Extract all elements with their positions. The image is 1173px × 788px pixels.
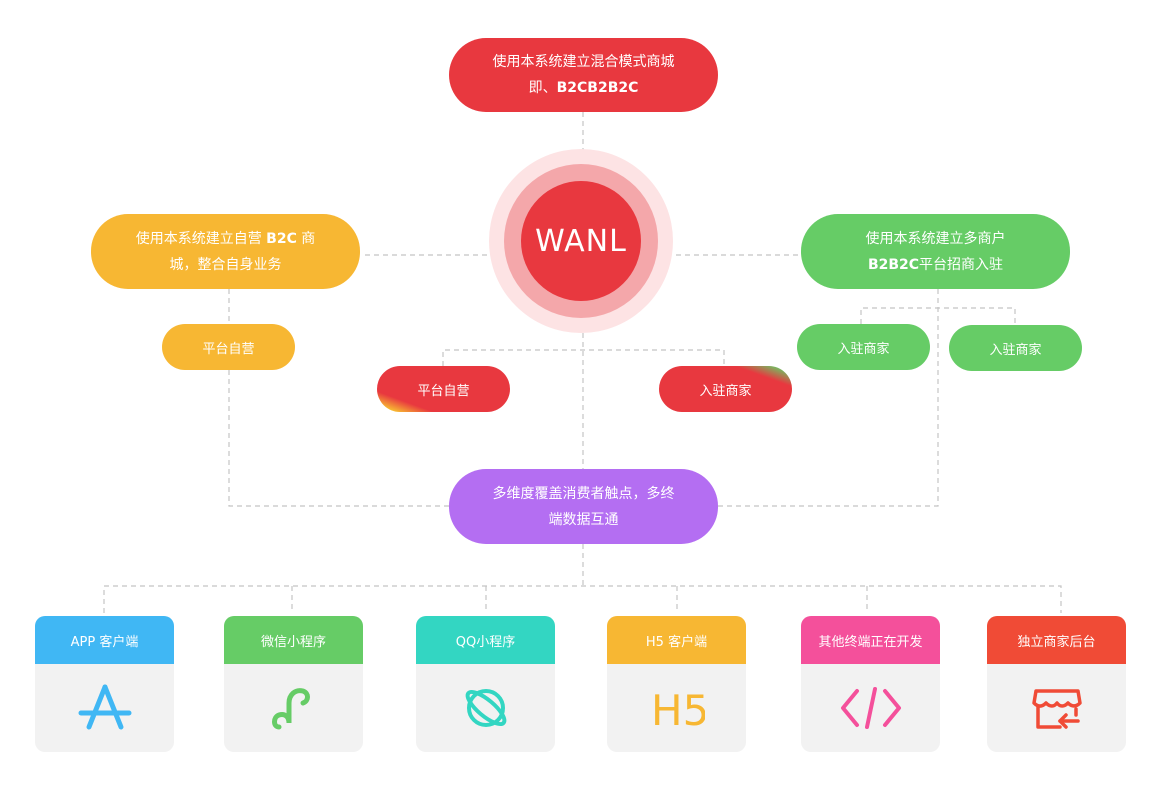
right-child-label: 入驻商家 [989,342,1042,358]
right-child-label: 入驻商家 [837,341,890,357]
code-icon [840,687,901,729]
left-child-self-operated: 平台自营 [162,324,295,370]
right-child-merchant-1: 入驻商家 [797,324,930,370]
store-icon [1031,689,1082,729]
card-title: H5 客户端 [607,616,746,664]
card-other-terminals[interactable]: 其他终端正在开发 [801,616,940,752]
card-title: QQ小程序 [416,616,555,664]
card-app-client[interactable]: APP 客户端 [35,616,174,752]
card-wechat-mini-program[interactable]: 微信小程序 [224,616,363,752]
left-node: 使用本系统建立自营 B2C 商 城，整合自身业务 [91,214,360,289]
left-child-label: 平台自营 [202,341,255,357]
card-qq-mini-program[interactable]: QQ小程序 [416,616,555,752]
top-node-line1: 使用本系统建立混合模式商城 [492,54,675,70]
card-title: 其他终端正在开发 [801,616,940,664]
card-h5-client[interactable]: H5 客户端 H5 [607,616,746,752]
top-node-line2: 即、B2CB2B2C [528,80,639,96]
center-child-merchant: 入驻商家 [659,366,792,412]
card-title: APP 客户端 [35,616,174,664]
mini-program-icon [271,688,310,730]
left-node-line2: 城，整合自身业务 [169,256,282,273]
wanl-logo: WANL [535,223,627,259]
right-node: 使用本系统建立多商户 B2B2C平台招商入驻 [801,214,1070,289]
svg-text:H5: H5 [651,686,705,733]
right-node-line2: B2B2C平台招商入驻 [867,256,1004,273]
hub-core [521,181,641,301]
planet-icon [465,689,506,727]
left-node-line1: 使用本系统建立自营 B2C 商 [135,230,316,247]
right-child-merchant-2: 入驻商家 [949,325,1082,371]
card-title: 独立商家后台 [987,616,1126,664]
bottom-node-line2: 端数据互通 [548,511,619,528]
bottom-node: 多维度覆盖消费者触点，多终 端数据互通 [449,469,718,544]
center-child-self-operated: 平台自营 [377,366,510,412]
bottom-node-line1: 多维度覆盖消费者触点，多终 [492,485,675,502]
card-title: 微信小程序 [224,616,363,664]
h5-icon: H5 [651,686,705,733]
app-store-icon [78,684,131,730]
top-node: 使用本系统建立混合模式商城 即、B2CB2B2C [449,38,718,112]
card-merchant-backend[interactable]: 独立商家后台 [987,616,1126,752]
right-node-line1: 使用本系统建立多商户 [865,230,1006,247]
center-child-label: 平台自营 [417,383,470,399]
center-child-label: 入驻商家 [699,383,752,399]
